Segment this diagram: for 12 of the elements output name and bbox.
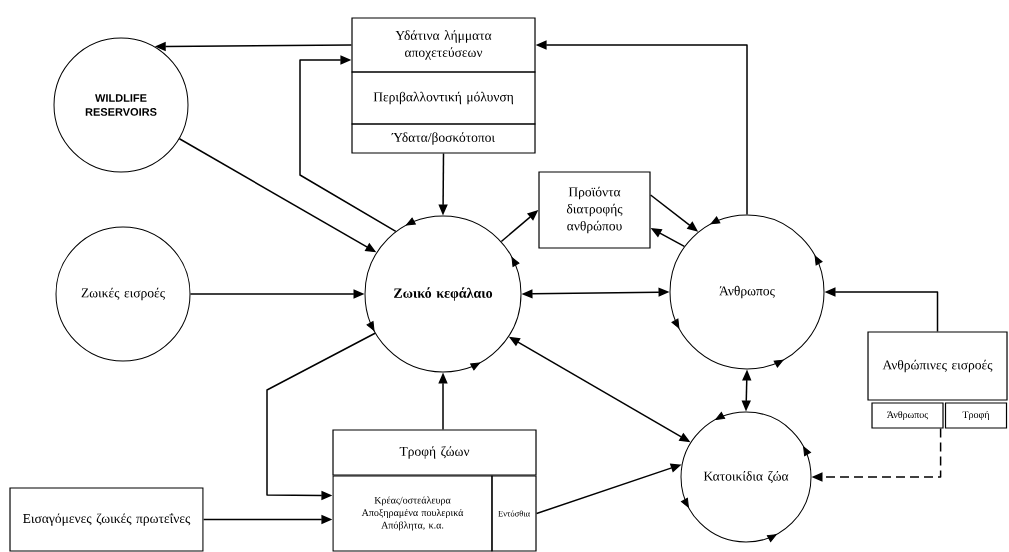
text-cell: Ύδατα/βοσκότοποι [351,123,536,154]
process-box: Προϊόντα διατροφής ανθρώπου [538,171,651,249]
process-box: Τροφή ζώων [332,429,537,476]
text-cell: Τροφή [944,402,1008,429]
text-cell: Υδάτινα λήμματα αποχετεύσεων [351,17,536,73]
text-cell: Εντόσθια [491,475,537,552]
text-cell: Περιβαλλοντική μόλυνση [351,71,536,125]
text-cell: Κρέας/οστεάλευρα Αποξηραμένα πουλερικά Απόβλητα, κ.α. [332,475,493,552]
text-cell: Άνθρωπος [871,402,944,429]
process-box: Εισαγόμενες ζωικές πρωτεΐνες [9,487,204,552]
process-box: Ανθρώπινες εισροές [867,331,1008,401]
arrow [299,55,397,233]
